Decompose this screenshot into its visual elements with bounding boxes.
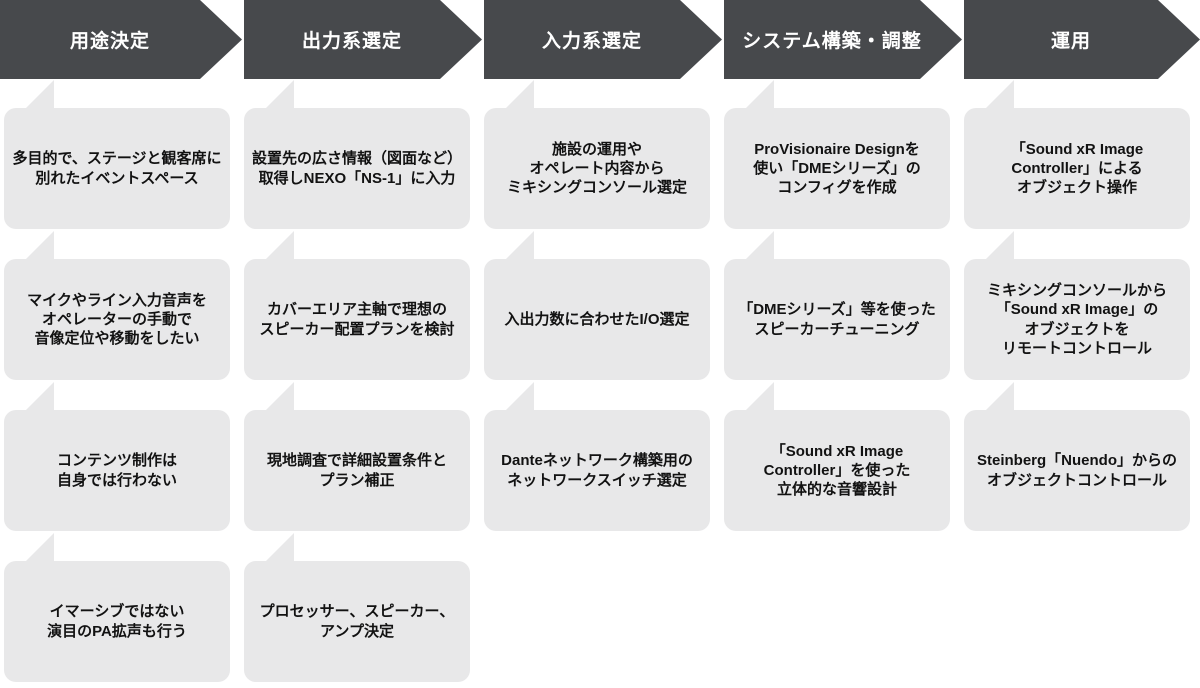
step-box-text: 入出力数に合わせたI/O選定 — [504, 310, 690, 328]
bubble-tail — [506, 231, 534, 259]
step-box-text: マイクやライン入力音声を オペレーターの手動で 音像定位や移動をしたい — [27, 291, 207, 348]
stage-header-input-selection: 入力系選定 — [484, 0, 722, 79]
step-box-operation-2: ミキシングコンソールから 「Sound xR Image」の オブジェクトを リ… — [964, 259, 1190, 380]
step-box-text: カバーエリア主軸で理想の スピーカー配置プランを検討 — [259, 301, 455, 338]
stage-header-label: システム構築・調整 — [742, 31, 922, 52]
step-box-input-1: 施設の運用や オペレート内容から ミキシングコンソール選定 — [484, 108, 710, 229]
bubble-tail — [746, 80, 774, 108]
step-box-text: イマーシブではない 演目のPA拡声も行う — [47, 603, 187, 640]
bubble-tail — [26, 231, 54, 259]
step-box-output-4: プロセッサー、スピーカー、 アンプ決定 — [244, 561, 470, 682]
step-box-text: プロセッサー、スピーカー、 アンプ決定 — [259, 603, 455, 640]
bubble-tail — [26, 533, 54, 561]
step-box-text: 「Sound xR Image Controller」による オブジェクト操作 — [1010, 140, 1144, 197]
step-box-text: 「Sound xR Image Controller」を使った 立体的な音響設計 — [763, 442, 911, 499]
bubble-tail — [986, 231, 1014, 259]
step-box-setup-1: ProVisionaire Designを 使い「DMEシリーズ」の コンフィグ… — [724, 108, 950, 229]
bubble-tail — [506, 80, 534, 108]
bubble-tail — [746, 382, 774, 410]
bubble-tail — [266, 382, 294, 410]
step-box-text: Steinberg「Nuendo」からの オブジェクトコントロール — [976, 452, 1177, 489]
bubble-tail — [26, 80, 54, 108]
step-box-operation-1: 「Sound xR Image Controller」による オブジェクト操作 — [964, 108, 1190, 229]
step-box-usage-1: 多目的で、ステージと観客席に 別れたイベントスペース — [4, 108, 230, 229]
stage-header-output-selection: 出力系選定 — [244, 0, 482, 79]
step-box-output-2: カバーエリア主軸で理想の スピーカー配置プランを検討 — [244, 259, 470, 380]
step-box-input-3: Danteネットワーク構築用の ネットワークスイッチ選定 — [484, 410, 710, 531]
stage-header-label: 運用 — [1050, 31, 1091, 52]
step-box-text: ミキシングコンソールから 「Sound xR Image」の オブジェクトを リ… — [986, 282, 1167, 357]
bubble-tail — [746, 231, 774, 259]
step-box-text: 「DMEシリーズ」等を使った スピーカーチューニング — [738, 301, 936, 338]
step-box-text: 現地調査で詳細設置条件と プラン補正 — [266, 452, 447, 489]
step-box-text: ProVisionaire Designを 使い「DMEシリーズ」の コンフィグ… — [753, 140, 921, 197]
step-box-operation-3: Steinberg「Nuendo」からの オブジェクトコントロール — [964, 410, 1190, 531]
step-box-usage-3: コンテンツ制作は 自身では行わない — [4, 410, 230, 531]
step-box-input-2: 入出力数に合わせたI/O選定 — [484, 259, 710, 380]
stage-header-label: 用途決定 — [69, 31, 150, 52]
step-box-setup-3: 「Sound xR Image Controller」を使った 立体的な音響設計 — [724, 410, 950, 531]
step-box-text: コンテンツ制作は 自身では行わない — [56, 452, 177, 489]
step-box-text: 施設の運用や オペレート内容から ミキシングコンソール選定 — [506, 140, 687, 197]
stage-header-usage-decision: 用途決定 — [0, 0, 242, 79]
step-box-setup-2: 「DMEシリーズ」等を使った スピーカーチューニング — [724, 259, 950, 380]
step-box-text: 設置先の広さ情報（図面など） 取得しNEXO「NS-1」に入力 — [252, 150, 463, 187]
bubble-tail — [26, 382, 54, 410]
step-box-output-1: 設置先の広さ情報（図面など） 取得しNEXO「NS-1」に入力 — [244, 108, 470, 229]
stage-header-operation: 運用 — [964, 0, 1200, 79]
stage-header-system-setup-tuning: システム構築・調整 — [724, 0, 962, 79]
bubble-tail — [986, 382, 1014, 410]
step-box-usage-2: マイクやライン入力音声を オペレーターの手動で 音像定位や移動をしたい — [4, 259, 230, 380]
stage-header-label: 入力系選定 — [541, 31, 642, 52]
bubble-tail — [266, 533, 294, 561]
step-box-text: 多目的で、ステージと観客席に 別れたイベントスペース — [12, 150, 222, 187]
stage-header-label: 出力系選定 — [301, 31, 402, 52]
bubble-tail — [986, 80, 1014, 108]
step-box-usage-4: イマーシブではない 演目のPA拡声も行う — [4, 561, 230, 682]
bubble-tail — [506, 382, 534, 410]
step-box-output-3: 現地調査で詳細設置条件と プラン補正 — [244, 410, 470, 531]
bubble-tail — [266, 80, 294, 108]
bubble-tail — [266, 231, 294, 259]
step-box-text: Danteネットワーク構築用の ネットワークスイッチ選定 — [501, 452, 693, 489]
